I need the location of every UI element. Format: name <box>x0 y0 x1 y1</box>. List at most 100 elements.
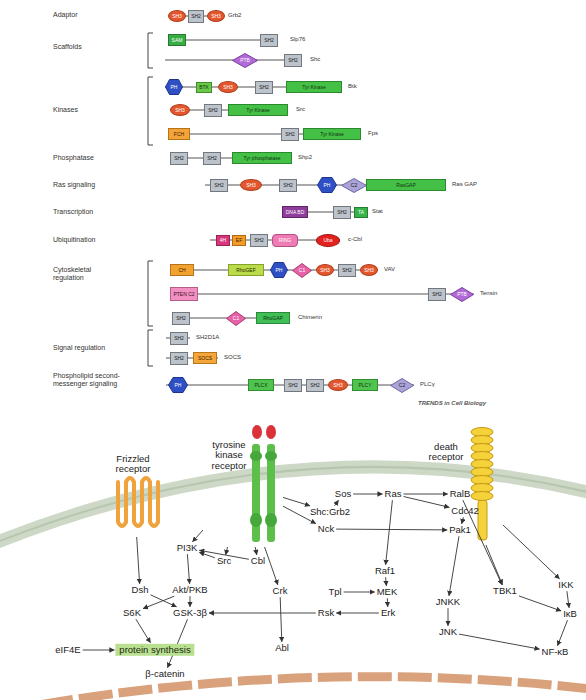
pathway-node: Ras <box>384 489 403 499</box>
domain-rect: FCH <box>168 128 190 140</box>
domain-rect: SH2 <box>250 234 268 247</box>
domain-rect: RasGAP <box>366 179 446 191</box>
pathway-node: Abl <box>274 643 290 653</box>
pathway-name: Tpl <box>328 586 341 597</box>
domain-name: SH2 <box>283 183 293 188</box>
pathway-name: IκB <box>563 608 577 619</box>
signal-arrow <box>187 554 189 584</box>
domain-shape <box>318 178 337 193</box>
domain-rect: SH2 <box>204 104 222 117</box>
domain-name: SH2 <box>174 156 184 161</box>
domain-rect: PLCY <box>352 379 378 391</box>
receptor-stalk <box>478 500 487 540</box>
domain-rect: Tyr phosphatase <box>232 152 292 164</box>
domain-rect: EF <box>232 235 246 246</box>
domain-name: FCH <box>174 132 184 137</box>
protein-name: Btk <box>348 83 357 90</box>
signal-arrow <box>136 619 151 643</box>
signal-arrow <box>353 494 382 495</box>
tyrosine-kinase-receptor-illustration <box>250 425 277 542</box>
domain-dia: C1 <box>226 311 246 326</box>
domain-name: SH2 <box>342 268 352 273</box>
pathway-node: Raf1 <box>374 566 396 576</box>
frizzled-receptor-illustration <box>118 478 158 526</box>
pathway-name: Src <box>217 555 231 566</box>
pathway-node: Cbl <box>250 556 266 566</box>
domain-name: SH2 <box>207 156 217 161</box>
domain-rect: RhoGEF <box>228 264 264 276</box>
cell-membrane <box>0 467 586 545</box>
pathway-name: Cbl <box>251 555 265 566</box>
domain-oval: SH3 <box>218 81 238 93</box>
pathway-name: protein synthesis <box>119 644 190 655</box>
domain-name: SH3 <box>175 108 185 113</box>
pathway-node: β-catenin <box>144 669 185 679</box>
domain-oval: SH3 <box>168 10 186 22</box>
pathway-name: Akt/PKB <box>172 584 207 595</box>
pathway-name: S6K <box>123 607 141 618</box>
domain-name: Tyr Kinase <box>302 85 326 90</box>
pathway-node: NF-κB <box>541 647 570 657</box>
ligand-lobe <box>252 425 262 439</box>
domain-name: SH2 <box>214 183 224 188</box>
pathway-node: Erk <box>380 608 396 618</box>
domain-shape <box>391 378 414 392</box>
protein-name: SH2D1A <box>196 334 219 341</box>
protein-name: Slp76 <box>290 36 305 43</box>
signal-arrow <box>190 596 191 607</box>
domain-hex: PH <box>317 177 337 193</box>
signal-arrow <box>404 497 450 508</box>
protein-name: PLCγ <box>420 381 435 388</box>
domain-name: TA <box>358 210 364 215</box>
cell-membrane-line <box>0 467 586 545</box>
domain-rect: SH2 <box>203 152 221 165</box>
domain-name: SH2 <box>264 38 274 43</box>
domain-name: PH <box>171 85 178 90</box>
protein-name: Fps <box>368 130 378 137</box>
pathway-node: Src <box>216 556 232 566</box>
pathway-node: Rsk <box>317 608 335 618</box>
pathway-node: Pak1 <box>448 525 472 535</box>
pathway-node: PI3K <box>176 543 199 553</box>
domain-name: SH3 <box>246 183 256 188</box>
domain-rect: SAM <box>168 34 186 46</box>
domain-round: RING <box>272 234 298 247</box>
domain-rect: SH2 <box>172 312 190 325</box>
domain-name: Tyr Kinase <box>246 108 270 113</box>
signal-arrow <box>404 494 448 495</box>
domain-shape <box>169 378 188 393</box>
pathway-node: Akt/PKB <box>171 585 208 595</box>
domain-shape <box>293 263 312 277</box>
pathway-name: GSK-3β <box>173 607 207 618</box>
protein-name: SOCS <box>224 354 241 361</box>
signal-arrow <box>462 517 464 524</box>
pathway-name: Abl <box>275 642 289 653</box>
domain-dia: C2 <box>390 378 414 393</box>
pathway-node: Cdc42 <box>450 506 479 516</box>
domain-rect: SH2 <box>170 152 188 165</box>
receptor-domain <box>265 451 277 461</box>
pathway-name: Pak1 <box>449 524 471 535</box>
domain-name: PH <box>276 268 283 273</box>
signal-arrow <box>449 536 459 596</box>
category-label: Cytoskeletal regulation <box>53 266 108 282</box>
ligand-lobe <box>266 425 276 439</box>
domain-name: SH2 <box>288 383 298 388</box>
domain-name: 4H <box>220 238 226 243</box>
domain-oval: Uba <box>316 234 340 247</box>
domain-rect: SH2 <box>210 179 228 192</box>
domain-hex: PH <box>270 262 288 278</box>
pathway-name: JNK <box>439 626 457 637</box>
category-label: Scaffolds <box>53 43 82 51</box>
domain-name: SH3 <box>223 85 233 90</box>
signal-arrow <box>503 525 560 579</box>
receptor-repeat <box>471 492 493 501</box>
domain-rect: SH2 <box>284 379 302 392</box>
receptor-name: tyrosine kinase receptor <box>204 440 254 471</box>
signal-arrow <box>459 634 540 649</box>
domain-name: SH3 <box>320 268 330 273</box>
domain-rect: SOCS <box>193 352 217 364</box>
pathway-node: MEK <box>376 587 399 597</box>
protein-name: VAV <box>384 266 395 273</box>
